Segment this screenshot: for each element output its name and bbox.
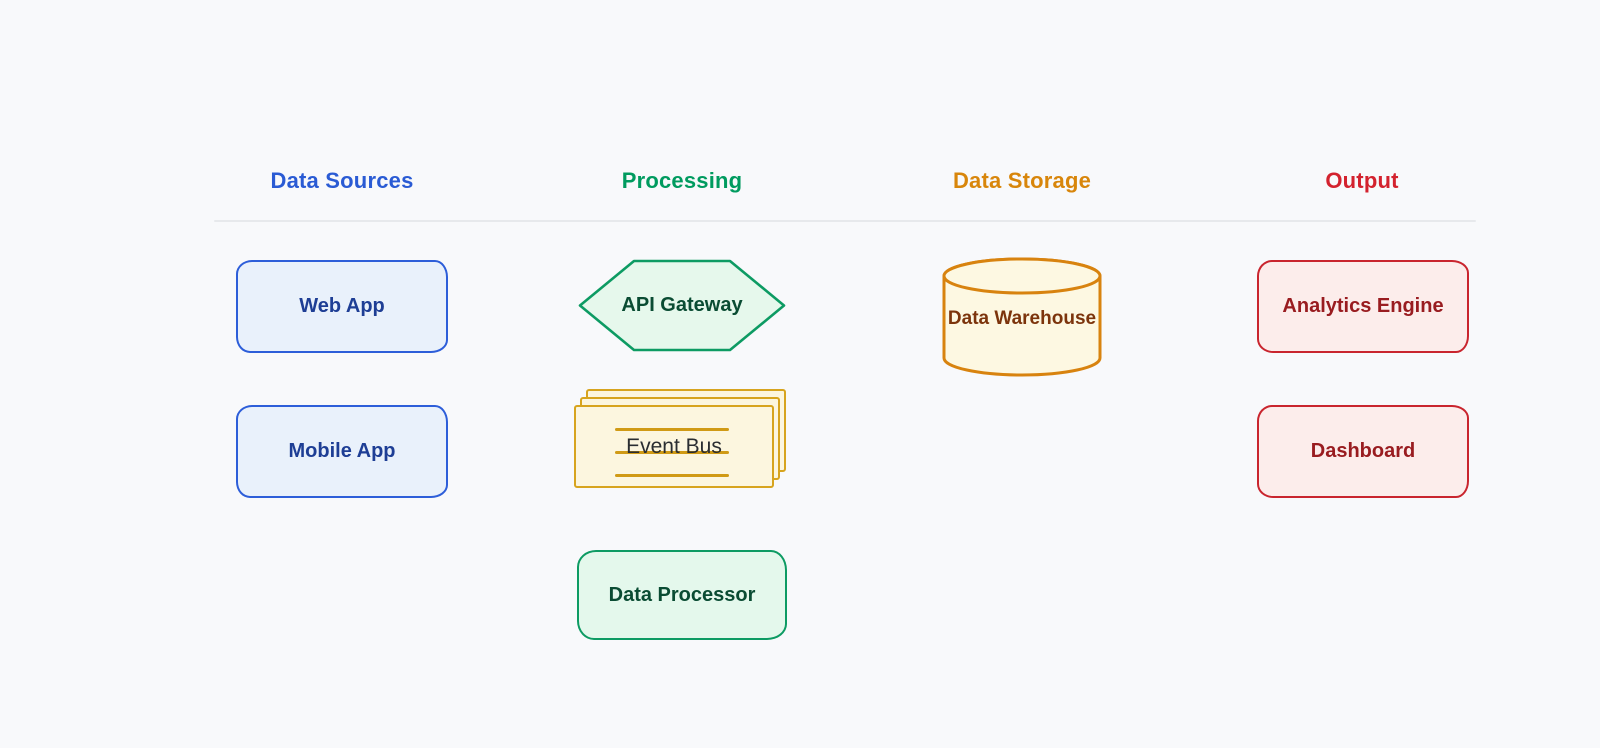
node-analytics-engine[interactable]: Analytics Engine xyxy=(1257,260,1469,353)
hexagon-shape xyxy=(578,259,786,352)
node-label-analytics-engine: Analytics Engine xyxy=(1282,295,1444,317)
column-header-data-storage: Data Storage xyxy=(952,168,1092,193)
node-label-dashboard: Dashboard xyxy=(1310,440,1416,462)
column-header-output: Output xyxy=(1325,168,1399,193)
node-web-app[interactable]: Web App xyxy=(236,260,448,353)
node-label-mobile-app: Mobile App xyxy=(288,440,396,462)
header-divider xyxy=(214,220,1476,222)
cylinder-shape xyxy=(942,257,1102,377)
node-label-api-gateway: API Gateway xyxy=(621,294,743,316)
node-data-processor[interactable]: Data Processor xyxy=(577,550,787,640)
node-mobile-app[interactable]: Mobile App xyxy=(236,405,448,498)
node-event-bus[interactable]: Event Bus xyxy=(574,389,788,490)
node-label-event-bus: Event Bus xyxy=(626,434,722,458)
event-bus-rule-line xyxy=(615,428,729,431)
event-bus-rule-line xyxy=(615,451,729,454)
event-bus-rule-line xyxy=(615,474,729,477)
node-label-data-warehouse: Data Warehouse xyxy=(947,308,1097,329)
column-header-data-sources: Data Sources xyxy=(270,168,414,193)
node-label-web-app: Web App xyxy=(299,295,385,317)
node-api-gateway[interactable]: API Gateway xyxy=(577,258,787,353)
node-data-warehouse[interactable]: Data Warehouse xyxy=(940,254,1104,382)
event-bus-front-layer: Event Bus xyxy=(574,405,774,488)
column-header-processing: Processing xyxy=(621,168,743,193)
node-label-data-processor: Data Processor xyxy=(608,583,756,606)
node-dashboard[interactable]: Dashboard xyxy=(1257,405,1469,498)
